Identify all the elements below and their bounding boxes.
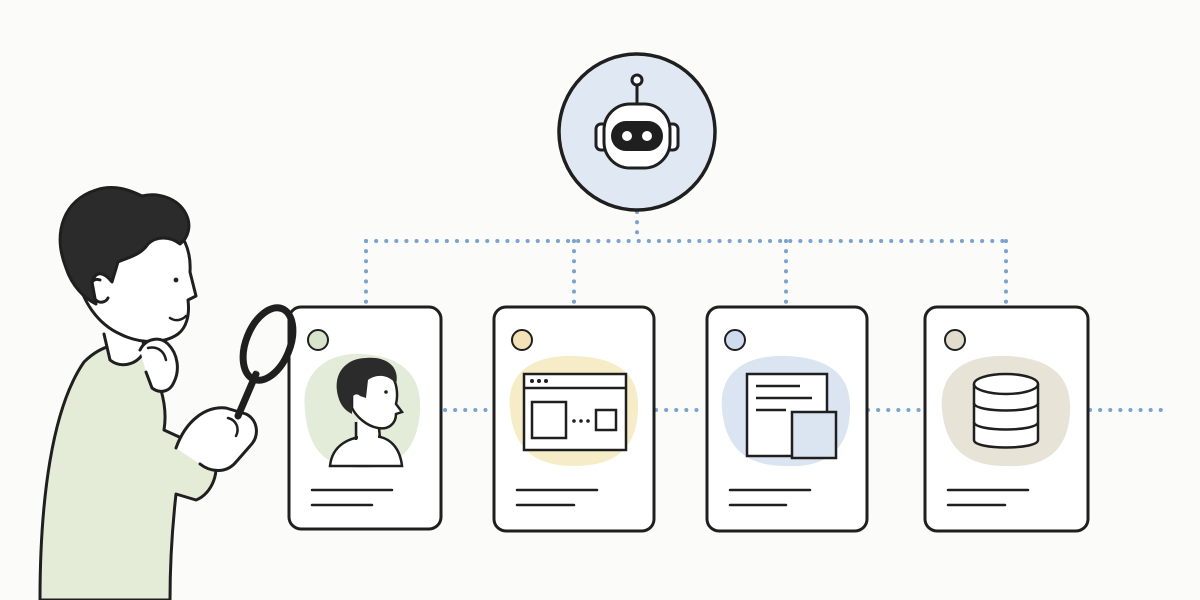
robot-node — [557, 52, 717, 212]
database-icon — [972, 372, 1040, 449]
person-portrait-icon — [328, 357, 405, 468]
document-icon — [745, 372, 838, 460]
observer-hair — [58, 186, 191, 306]
browser-window-icon — [522, 372, 628, 452]
card-status-dot — [307, 329, 329, 351]
connector-lines — [364, 210, 1164, 412]
robot-icon — [594, 73, 680, 170]
card-profile[interactable] — [287, 305, 443, 531]
card-status-dot — [724, 329, 746, 351]
card-status-dot — [944, 329, 966, 351]
observer-shirt — [38, 343, 218, 600]
card-status-dot — [511, 329, 533, 351]
person-with-magnifier-icon — [38, 186, 297, 600]
card-document[interactable] — [705, 305, 869, 533]
card-database[interactable] — [923, 305, 1090, 533]
card-browser[interactable] — [492, 305, 656, 533]
